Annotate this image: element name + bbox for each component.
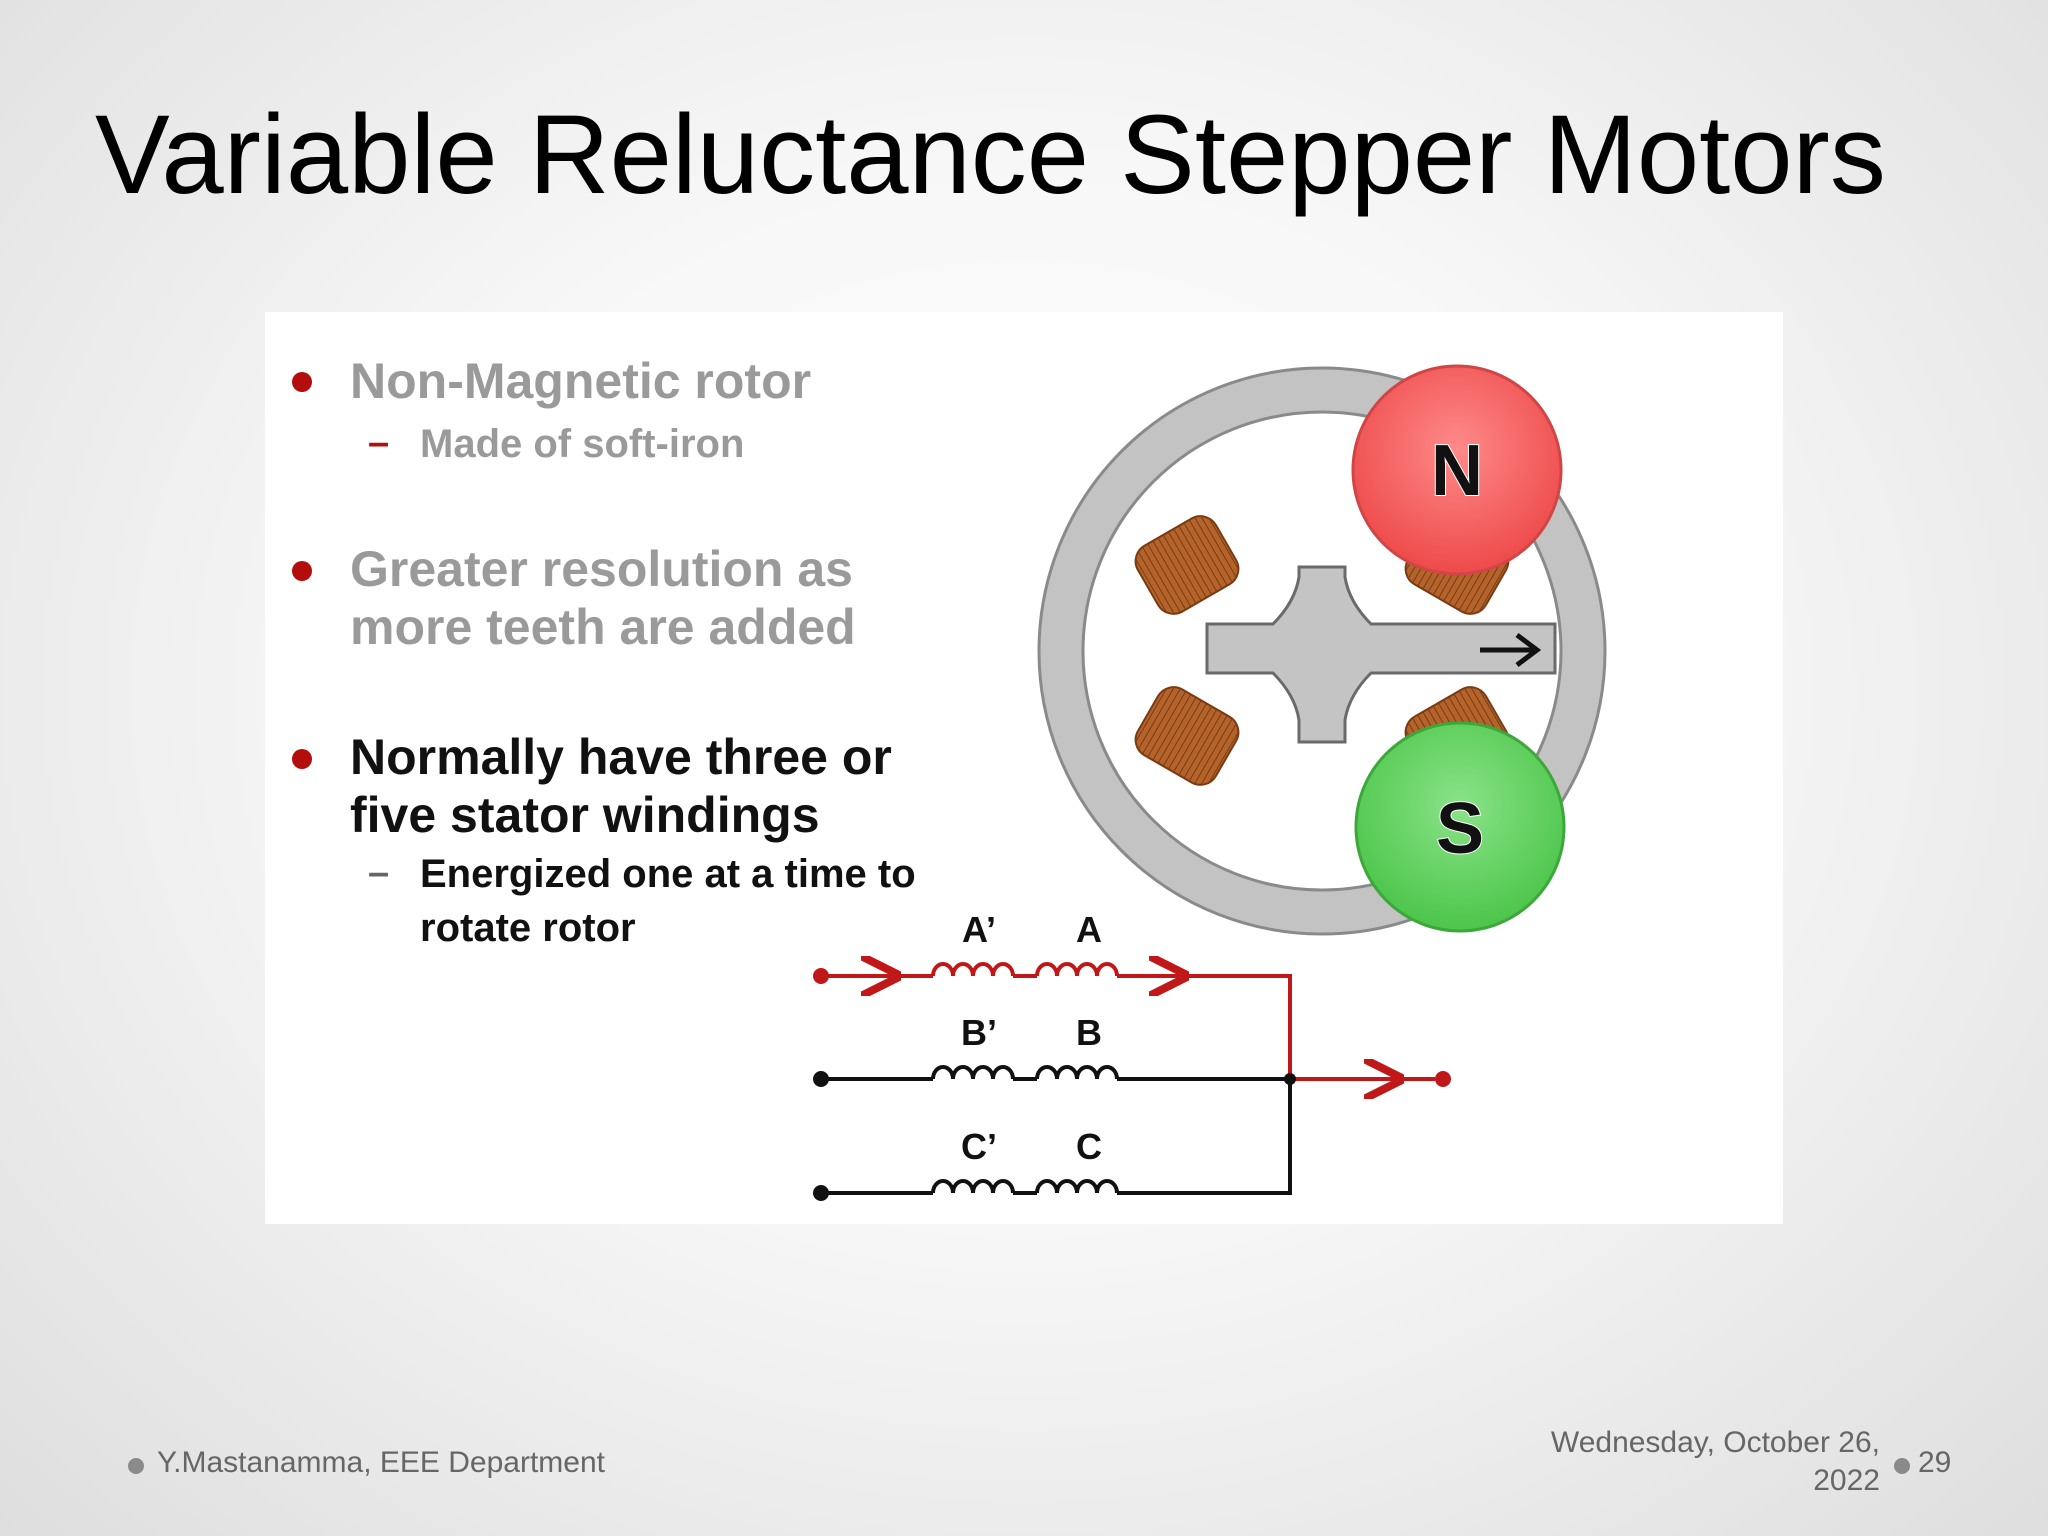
bullet-1-text: Non-Magnetic rotor	[350, 353, 812, 409]
bullet-marker	[292, 749, 312, 769]
slide-title: Variable Reluctance Stepper Motors	[95, 92, 1886, 217]
footer-date-line1: Wednesday, October 26,	[1550, 1426, 1880, 1459]
bullet-marker	[292, 561, 312, 581]
bullet-3-text-line2: five stator windings	[350, 787, 820, 843]
coil-c	[1035, 1179, 1119, 1194]
bullet-1-sub-text: Made of soft-iron	[420, 422, 745, 466]
coil-c-prime	[931, 1179, 1015, 1194]
sub-bullet-dash: –	[368, 422, 390, 464]
winding-upper-left	[1134, 515, 1240, 615]
coil-a	[1035, 962, 1119, 977]
footer-author: Y.Mastanamma, EEE Department	[157, 1446, 605, 1479]
coil-label-c: C	[1076, 1126, 1102, 1167]
footer-bullet	[128, 1458, 144, 1474]
coil-label-a-prime: A’	[962, 909, 996, 950]
south-pole-label: S	[1436, 789, 1484, 869]
bullet-2-text-line2: more teeth are added	[350, 599, 856, 655]
bullet-3-text-line1: Normally have three or	[350, 729, 892, 785]
coil-b-prime	[931, 1065, 1015, 1080]
coil-label-b-prime: B’	[961, 1012, 997, 1053]
south-pole	[1354, 721, 1566, 933]
coil-label-a: A	[1076, 909, 1102, 950]
rotor	[1205, 565, 1557, 744]
coil-label-c-prime: C’	[961, 1126, 997, 1167]
north-pole	[1351, 364, 1563, 576]
footer-date-line2: 2022	[1813, 1464, 1880, 1497]
bullet-marker	[292, 372, 312, 392]
common-terminal	[1435, 1071, 1451, 1087]
sub-bullet-dash: –	[368, 852, 390, 894]
coil-a-prime	[931, 962, 1015, 977]
bullet-list: Non-Magnetic rotor – Made of soft-iron G…	[265, 312, 1265, 1224]
page-number: 29	[1918, 1446, 1952, 1479]
footer-bullet	[1894, 1458, 1910, 1474]
footer-date: Wednesday, October 26, 2022	[1460, 1424, 1880, 1500]
coil-b	[1035, 1065, 1119, 1080]
content-panel: Non-Magnetic rotor – Made of soft-iron G…	[265, 312, 1783, 1224]
winding-lower-left	[1134, 686, 1240, 786]
bullet-3-sub-text-line2: rotate rotor	[420, 906, 636, 950]
bullet-3-sub-text-line1: Energized one at a time to	[420, 852, 916, 896]
bullet-2-text-line1: Greater resolution as	[350, 541, 853, 597]
stepper-motor-diagram: N S	[813, 364, 1607, 1201]
winding-circuit: A’ A B’ B C’ C	[813, 909, 1451, 1201]
north-pole-label: N	[1431, 431, 1483, 511]
coil-label-b: B	[1076, 1012, 1102, 1053]
